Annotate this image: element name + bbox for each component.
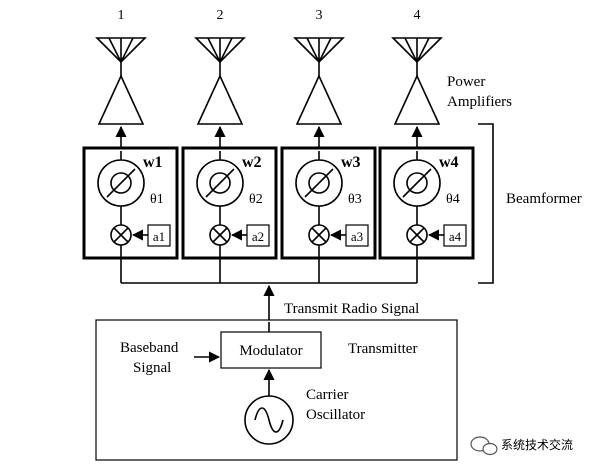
weight-label: w3 (341, 154, 361, 171)
modulator-label: Modulator (239, 343, 302, 359)
beamformer-cell (378, 146, 475, 260)
phase-label: θ2 (249, 192, 263, 207)
beamformer-cell (280, 146, 377, 260)
amplitude-label: a3 (351, 229, 363, 244)
wechat-icon (470, 436, 498, 456)
transmit-radio-signal-label: Transmit Radio Signal (284, 301, 419, 317)
baseband-label-line2: Signal (133, 360, 171, 376)
transmitter-label: Transmitter (348, 341, 417, 357)
weight-label: w4 (439, 154, 459, 171)
antenna-number: 2 (217, 8, 224, 23)
antenna-icon (95, 37, 147, 78)
weight-label: w1 (143, 154, 163, 171)
channels: 1 w1 θ1 a1 2 w2 θ2 a2 3 w3 θ3 a3 4 w4 θ4 a4 (82, 8, 475, 283)
phase-label: θ3 (348, 192, 362, 207)
phase-label: θ1 (150, 192, 164, 207)
antenna-number: 1 (118, 8, 125, 23)
mixer-icon (406, 224, 428, 246)
transmitter-box (95, 319, 458, 461)
carrier-label-line1: Carrier (306, 387, 348, 403)
antenna-icon (391, 37, 443, 78)
modulator-box (220, 331, 322, 369)
amplitude-label: a4 (449, 229, 462, 244)
phase-shifter-icon (393, 151, 441, 207)
beamformer-bracket (478, 123, 494, 284)
mixer-icon (308, 224, 330, 246)
power-label-line1: Power (447, 74, 485, 90)
beamformer-cell (82, 146, 179, 260)
amplifier-triangle-icon (196, 74, 244, 125)
antenna-number: 4 (414, 8, 421, 23)
amplifier-triangle-icon (97, 74, 145, 125)
beamformer-cell (181, 146, 278, 260)
beamformer-label: Beamformer (506, 191, 582, 207)
weight-label: w2 (242, 154, 262, 171)
phase-label: θ4 (446, 192, 460, 207)
channel-3: 3 w3 θ3 a3 (280, 8, 377, 283)
amplitude-label: a2 (252, 229, 264, 244)
antenna-icon (293, 37, 345, 78)
mixer-icon (209, 224, 231, 246)
amplifier-triangle-icon (295, 74, 343, 125)
channel-1: 1 w1 θ1 a1 (82, 8, 179, 283)
channel-4: 4 w4 θ4 a4 (378, 8, 475, 283)
phase-shifter-icon (196, 151, 244, 207)
phase-shifter-icon (97, 151, 145, 207)
phase-shifter-icon (295, 151, 343, 207)
amplifier-triangle-icon (393, 74, 441, 125)
antenna-number: 3 (316, 8, 323, 23)
sine-wave-icon (254, 407, 284, 433)
mixer-icon (110, 224, 132, 246)
channel-2: 2 w2 θ2 a2 (181, 8, 278, 283)
amplitude-label: a1 (153, 229, 165, 244)
carrier-label-line2: Oscillator (306, 407, 365, 423)
baseband-label-line1: Baseband (120, 340, 179, 356)
antenna-icon (194, 37, 246, 78)
power-label-line2: Amplifiers (447, 94, 512, 110)
watermark-text: 系统技术交流 (501, 437, 573, 452)
